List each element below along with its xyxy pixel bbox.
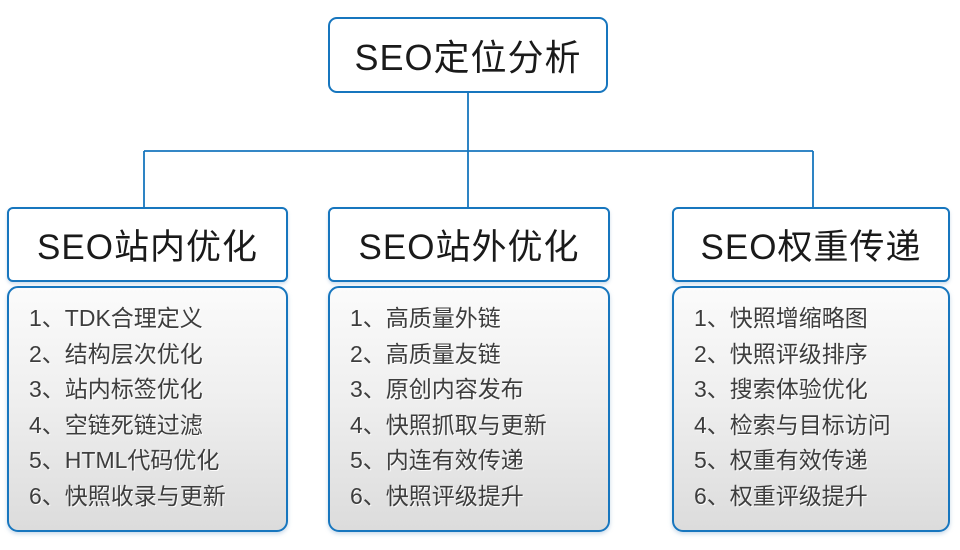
branch-body-weight-transfer: 1、快照增缩略图 2、快照评级排序 3、搜索体验优化 4、检索与目标访问 5、权… [672, 286, 950, 532]
branch-header-weight-transfer: SEO权重传递 [672, 207, 950, 282]
branch-header-offsite: SEO站外优化 [328, 207, 610, 282]
offsite-item-list: 1、高质量外链 2、高质量友链 3、原创内容发布 4、快照抓取与更新 5、内连有… [350, 301, 598, 514]
root-node-seo-positioning: SEO定位分析 [328, 17, 608, 93]
list-item: 5、HTML代码优化 [29, 447, 220, 473]
list-item: 3、站内标签优化 [29, 376, 203, 402]
list-item: 4、快照抓取与更新 [350, 411, 547, 438]
list-item: 2、快照评级排序 [694, 340, 868, 367]
list-item: 1、高质量外链 [350, 305, 501, 331]
list-item: 1、快照增缩略图 [694, 305, 868, 331]
list-item: 6、权重评级提升 [694, 482, 868, 509]
list-item: 4、空链死链过滤 [29, 411, 203, 438]
weight-transfer-item-list: 1、快照增缩略图 2、快照评级排序 3、搜索体验优化 4、检索与目标访问 5、权… [694, 301, 938, 514]
list-item: 6、快照收录与更新 [29, 482, 226, 509]
branch-header-onsite: SEO站内优化 [7, 207, 288, 282]
list-item: 4、检索与目标访问 [694, 411, 891, 438]
list-item: 3、搜索体验优化 [694, 376, 868, 402]
list-item: 3、原创内容发布 [350, 376, 524, 402]
branch-body-offsite: 1、高质量外链 2、高质量友链 3、原创内容发布 4、快照抓取与更新 5、内连有… [328, 286, 610, 532]
list-item: 5、内连有效传递 [350, 447, 524, 473]
branch-body-onsite: 1、TDK合理定义 2、结构层次优化 3、站内标签优化 4、空链死链过滤 5、H… [7, 286, 288, 532]
list-item: 2、高质量友链 [350, 340, 501, 367]
list-item: 6、快照评级提升 [350, 482, 524, 509]
onsite-item-list: 1、TDK合理定义 2、结构层次优化 3、站内标签优化 4、空链死链过滤 5、H… [29, 301, 276, 514]
list-item: 2、结构层次优化 [29, 340, 203, 367]
list-item: 5、权重有效传递 [694, 447, 868, 473]
list-item: 1、TDK合理定义 [29, 305, 203, 331]
